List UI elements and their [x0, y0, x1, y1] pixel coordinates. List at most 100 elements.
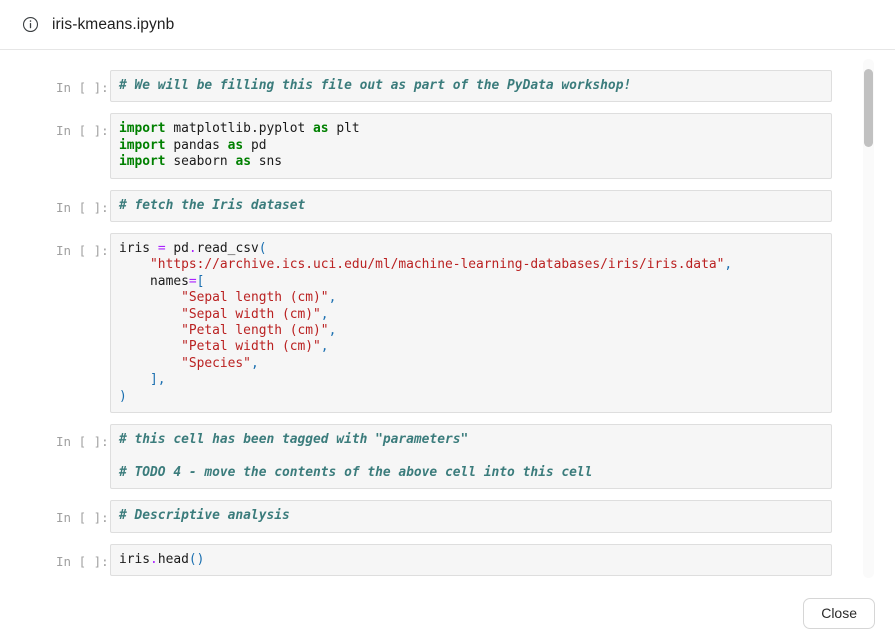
code-line: ) [119, 389, 822, 405]
code-token: # We will be filling this file out as pa… [119, 78, 632, 93]
code-line [119, 449, 822, 465]
code-token: . [188, 241, 197, 257]
code-token: , [724, 257, 733, 273]
code-line: # Descriptive analysis [119, 508, 822, 524]
code-token: # TODO 4 - move the contents of the abov… [119, 464, 593, 480]
notebook-cell: In [ ]: # fetch the Iris dataset [0, 189, 895, 223]
code-token: "Petal width (cm)" [181, 339, 321, 355]
code-line: import matplotlib.pyplot as plt [119, 121, 822, 137]
code-line: # this cell has been tagged with "parame… [119, 432, 822, 448]
code-token: pd [165, 241, 189, 257]
code-token [119, 290, 181, 305]
code-token: . [150, 551, 158, 567]
notebook-cell: In [ ]:# this cell has been tagged with … [0, 424, 895, 490]
code-token: = [188, 273, 197, 289]
code-token: , [328, 290, 337, 306]
code-token [119, 323, 181, 338]
code-token: # this cell has been tagged with "parame… [119, 432, 469, 448]
code-token: matplotlib.pyplot [165, 121, 314, 137]
code-token: sns [250, 154, 283, 170]
code-token: ( [258, 241, 267, 257]
code-token: = [157, 241, 166, 257]
code-token: "Sepal width (cm)" [181, 306, 321, 322]
window-header: iris-kmeans.ipynb [0, 0, 895, 50]
vertical-scrollbar[interactable] [863, 59, 874, 578]
cell-prompt-label: In [ ]: [56, 80, 109, 95]
code-line: iris.head() [119, 552, 822, 568]
footer-actions: Close [803, 598, 875, 629]
code-token: ) [119, 388, 127, 404]
notebook-cell: In [ ]: # Descriptive analysis [0, 500, 895, 533]
code-line: "Sepal width (cm)", [119, 307, 822, 323]
code-token: [ [196, 273, 205, 289]
cell-code-editor[interactable]: # Descriptive analysis [110, 500, 832, 533]
code-token: as [235, 154, 251, 170]
scrollbar-thumb[interactable] [864, 69, 873, 147]
cell-code-editor[interactable]: # We will be filling this file out as pa… [110, 70, 832, 103]
notebook-cell: In [ ]: iris.head() [0, 543, 895, 577]
code-line: iris = pd.read_csv( [119, 241, 822, 257]
code-token: import [119, 121, 166, 137]
code-line: import seaborn as sns [119, 154, 822, 170]
notebook-cell-list: In [ ]: # We will be filling this file ou… [0, 51, 895, 577]
code-token: as [313, 121, 329, 137]
cell-code-editor[interactable]: # fetch the Iris dataset [110, 189, 832, 223]
notebook-panel: In [ ]: # We will be filling this file ou… [0, 51, 895, 643]
code-token: () [188, 551, 205, 567]
notebook-cell: In [ ]:iris = pd.read_csv( "https://arch… [0, 233, 895, 414]
code-token: pandas [165, 137, 228, 153]
code-token: "Petal length (cm)" [181, 323, 329, 339]
code-line: "Species", [119, 356, 822, 372]
code-token [119, 356, 181, 371]
notebook-cell: In [ ]: # We will be filling this file ou… [0, 70, 895, 103]
notebook-scroll-region[interactable]: In [ ]: # We will be filling this file ou… [0, 51, 895, 643]
close-button[interactable]: Close [803, 598, 875, 629]
code-token: , [320, 339, 329, 355]
code-token [119, 372, 150, 387]
code-line: "Sepal length (cm)", [119, 290, 822, 306]
code-line: names=[ [119, 274, 822, 290]
code-line: # fetch the Iris dataset [119, 198, 822, 214]
code-token [119, 307, 181, 322]
code-token: import [119, 137, 166, 153]
cell-code-editor[interactable]: # this cell has been tagged with "parame… [110, 424, 832, 490]
code-token: , [250, 355, 259, 371]
code-token: names [119, 273, 189, 289]
code-token: pd [243, 137, 267, 153]
code-token [119, 257, 150, 272]
code-token: # Descriptive analysis [119, 508, 290, 524]
code-token: "https://archive.ics.uci.edu/ml/machine-… [150, 257, 725, 273]
code-token: "Species" [181, 355, 251, 371]
code-token: "Sepal length (cm)" [181, 290, 329, 306]
cell-code-editor[interactable]: iris = pd.read_csv( "https://archive.ics… [110, 233, 832, 414]
code-token: iris [119, 551, 151, 567]
code-token [119, 339, 181, 354]
cell-prompt-label: In [ ]: [56, 510, 109, 526]
code-token: import [119, 154, 166, 170]
cell-prompt-label: In [ ]: [56, 123, 109, 139]
cell-prompt-label: In [ ]: [56, 243, 109, 259]
code-line: "Petal length (cm)", [119, 323, 822, 339]
code-line: # TODO 4 - move the contents of the abov… [119, 465, 822, 481]
code-token: plt [328, 121, 360, 137]
code-line: ], [119, 372, 822, 388]
code-token: iris [119, 241, 158, 257]
info-circle-icon [22, 16, 39, 33]
cell-prompt-label: In [ ]: [56, 199, 109, 215]
code-token: seaborn [165, 154, 236, 170]
code-line: "https://archive.ics.uci.edu/ml/machine-… [119, 257, 822, 273]
page-title: iris-kmeans.ipynb [52, 15, 175, 33]
code-token: # fetch the Iris dataset [119, 197, 306, 213]
code-line: import pandas as pd [119, 138, 822, 154]
code-line: # We will be filling this file out as pa… [119, 78, 822, 94]
cell-code-editor[interactable]: iris.head() [110, 543, 832, 577]
code-line: "Petal width (cm)", [119, 339, 822, 355]
code-token: , [328, 323, 337, 339]
code-token: read_csv [196, 241, 259, 257]
code-token: ], [150, 372, 166, 388]
code-token: head [157, 551, 189, 567]
code-token: , [320, 306, 329, 322]
cell-prompt-label: In [ ]: [56, 553, 109, 569]
